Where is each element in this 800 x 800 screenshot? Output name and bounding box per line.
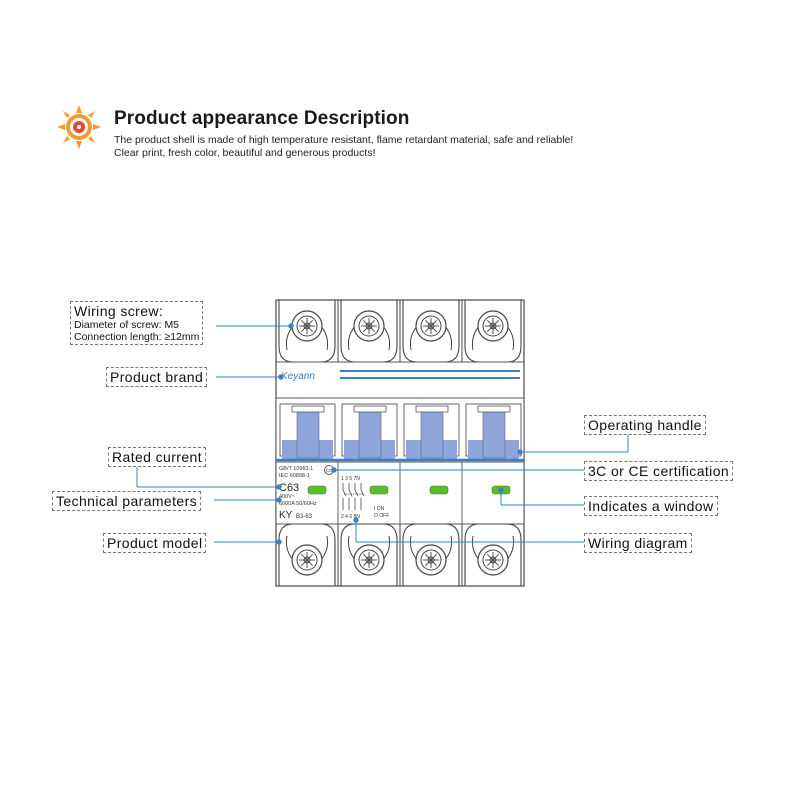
leader-lines <box>136 323 629 545</box>
callout-wiring-screw-line-1: Diameter of screw: M5 <box>74 319 180 332</box>
on-label: I ON <box>374 506 385 512</box>
callout-certification-label: 3C or CE certification <box>588 463 730 479</box>
callout-wiring-screw: Wiring screw: Diameter of screw: M5 Conn… <box>70 301 204 346</box>
screw-icon <box>415 544 447 576</box>
certification-mark-text: CC <box>326 468 333 473</box>
callout-product-model-label: Product model <box>107 535 203 551</box>
callout-wiring-diagram: Wiring diagram <box>584 533 692 554</box>
callout-certification: 3C or CE certification <box>584 461 734 482</box>
off-label: O OFF <box>374 513 389 519</box>
screw-icon <box>291 310 323 342</box>
callout-wiring-screw-title: Wiring screw: <box>74 303 164 319</box>
callout-rated-current: Rated current <box>108 447 207 468</box>
callout-technical-parameters: Technical parameters <box>52 491 202 512</box>
callout-indicator-window: Indicates a window <box>584 496 718 517</box>
indicator-window-icon <box>369 485 389 495</box>
callout-product-brand: Product brand <box>106 367 208 388</box>
standard-1: GB/T 10963.1 <box>279 466 313 472</box>
screw-icon <box>477 544 509 576</box>
brand-name: Keyann <box>281 371 315 382</box>
brand-sun-logo-icon <box>57 105 101 149</box>
indicator-window-icon <box>429 485 449 495</box>
wiring-schematic: 1 3 5 7N 2 4 6 8N I ON O OFF <box>341 476 389 520</box>
callout-operating-handle-label: Operating handle <box>588 417 702 433</box>
callout-rated-current-label: Rated current <box>112 449 203 465</box>
screw-icon <box>291 544 323 576</box>
description-line-1: The product shell is made of high temper… <box>114 134 574 146</box>
callout-wiring-diagram-label: Wiring diagram <box>588 535 688 551</box>
callout-technical-parameters-label: Technical parameters <box>56 493 198 509</box>
voltage-value: 400V~ <box>279 494 295 500</box>
screw-icon <box>353 544 385 576</box>
screw-icon <box>353 310 385 342</box>
breaking-capacity: 6000A 50/60Hz <box>279 501 317 507</box>
screw-icon <box>415 310 447 342</box>
callout-wiring-screw-line-2: Connection length: ≥12mm <box>74 331 200 344</box>
page-title: Product appearance Description <box>114 108 410 129</box>
callout-product-model: Product model <box>103 533 207 554</box>
callout-indicator-window-label: Indicates a window <box>588 498 714 514</box>
callout-operating-handle: Operating handle <box>584 415 706 436</box>
model-prefix: KY <box>279 510 293 521</box>
standard-2: IEC 60898-1 <box>279 473 310 479</box>
terminals-bottom-label: 2 4 6 8N <box>341 514 360 520</box>
model-suffix: B3-63 <box>296 514 313 520</box>
terminals-top-label: 1 3 5 7N <box>341 476 360 482</box>
indicator-window-icon <box>307 485 327 495</box>
screw-icon <box>477 310 509 342</box>
operating-handles <box>276 403 524 462</box>
description-line-2: Clear print, fresh color, beautiful and … <box>114 147 376 159</box>
callout-product-brand-label: Product brand <box>110 369 204 385</box>
rated-current-value: C63 <box>279 482 299 494</box>
